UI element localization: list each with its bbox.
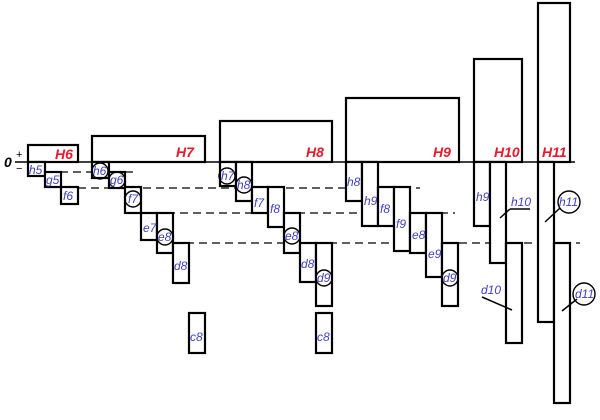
shaft-label: f8 <box>270 202 280 216</box>
leader-line <box>561 298 578 312</box>
shaft-label: e7 <box>143 221 158 235</box>
shaft-label: f9 <box>396 217 406 231</box>
shaft-label: h5 <box>29 163 43 177</box>
shaft-label: h9 <box>364 194 378 208</box>
preferred-circle <box>441 269 459 287</box>
shaft-label: h6 <box>93 164 107 178</box>
zero-label: 0 <box>4 154 12 170</box>
preferred-circle <box>108 171 126 189</box>
shaft-box-d11 <box>552 241 572 405</box>
shaft-label: f7 <box>254 196 265 210</box>
shaft-label: h8 <box>347 175 361 189</box>
shaft-labels: h5 g5 f6 h6 g6 f7 e7 e8 d8 c8 h7 h8 f7 f… <box>29 163 594 344</box>
shaft-label: h7 <box>221 169 236 183</box>
shaft-label: f6 <box>63 189 73 203</box>
shaft-box-f6 <box>59 185 80 206</box>
shaft-label: g5 <box>46 173 60 187</box>
shaft-box-c8 <box>314 311 334 355</box>
shaft-box-c8 <box>187 311 207 355</box>
hole-label: H7 <box>176 144 195 160</box>
shaft-box-e9 <box>424 211 444 279</box>
hole-label: H8 <box>306 144 324 160</box>
preferred-circle <box>156 228 174 246</box>
hole-label: H10 <box>494 144 520 160</box>
preferred-circle <box>283 227 301 245</box>
shaft-label: d9 <box>443 271 457 285</box>
hole-box-H10 <box>472 57 524 164</box>
preferred-circle <box>572 282 596 306</box>
shaft-label: g6 <box>110 173 124 187</box>
hole-label: H11 <box>542 144 567 160</box>
leader-line <box>544 207 561 223</box>
hole-label: H9 <box>433 144 451 160</box>
preferred-circle <box>557 190 581 214</box>
shaft-box-e8 <box>155 211 175 255</box>
preferred-circle <box>124 190 142 208</box>
shaft-label: h11 <box>559 195 578 209</box>
shaft-label: c8 <box>317 330 330 344</box>
hole-box-H7 <box>90 134 207 164</box>
shaft-label: e8 <box>412 228 426 242</box>
shaft-box-d9 <box>440 241 460 308</box>
shaft-box-d8 <box>171 241 191 285</box>
shaft-box-h10 <box>488 160 508 265</box>
preferred-circle <box>235 176 253 194</box>
shaft-label: h8 <box>237 178 251 192</box>
preferred-circle <box>91 162 109 180</box>
shaft-box-d10 <box>504 241 524 345</box>
shaft-label: c8 <box>190 330 203 344</box>
leader-line <box>481 296 513 311</box>
shaft-box-h11 <box>536 160 556 324</box>
shaft-label: e9 <box>428 247 442 261</box>
shaft-label: d8 <box>174 259 188 273</box>
shaft-label: d8 <box>301 257 315 271</box>
shaft-label: e8 <box>285 229 299 243</box>
leader-line <box>499 208 511 219</box>
preferred-circle <box>315 269 333 287</box>
shaft-label: d9 <box>317 271 331 285</box>
shaft-box-g5 <box>43 170 63 189</box>
shaft-label: h9 <box>476 190 490 204</box>
shaft-box-f8 <box>266 185 286 229</box>
plus-sign: + <box>16 149 22 161</box>
preferred-circle <box>218 167 236 185</box>
hole-label: H6 <box>55 146 73 162</box>
shaft-label: d10 <box>481 283 501 297</box>
minus-sign: − <box>16 163 22 175</box>
hole-box-H11 <box>536 1 572 164</box>
shaft-label: d11 <box>575 287 594 301</box>
shaft-label: f7 <box>128 192 139 206</box>
shaft-box-d9 <box>314 241 334 308</box>
shaft-label: f8 <box>380 202 390 216</box>
shaft-label: h10 <box>511 195 531 209</box>
shaft-label: e8 <box>158 230 172 244</box>
hole-labels: H6 H7 H8 H9 H10 H11 <box>55 144 567 162</box>
